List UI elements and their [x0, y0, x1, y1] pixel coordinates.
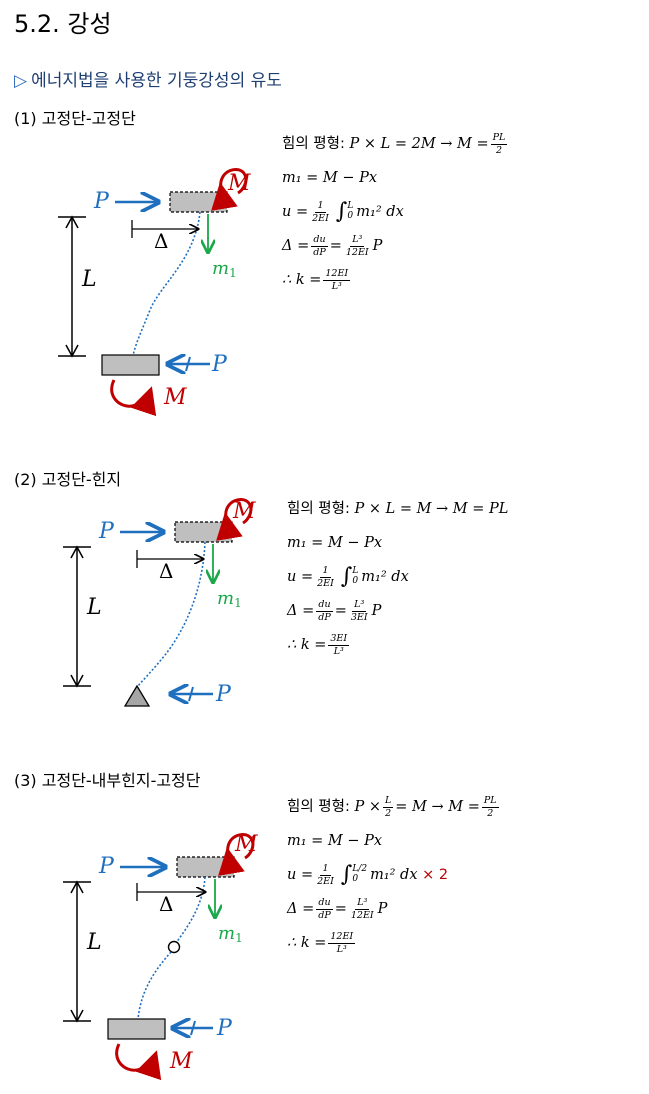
case3-diagram: L P Δ m1 M P M	[63, 832, 258, 1081]
case1-label-M-bottom: M	[163, 385, 187, 410]
case2-label-m1: m1	[217, 588, 242, 610]
case2-eq-balance: 힘의 평형: P × L = M → M = PL	[287, 500, 509, 517]
subtitle-text: 에너지법을 사용한 기둥강성의 유도	[31, 71, 282, 91]
case3-factor-x2: × 2	[422, 866, 449, 883]
case1-diagram: L P Δ m1 M P M	[58, 168, 251, 417]
case1-eq-m1: m₁ = M − Px	[282, 169, 378, 186]
section-subtitle: ▷에너지법을 사용한 기둥강성의 유도	[14, 66, 282, 91]
case2-label-delta: Δ	[159, 559, 173, 583]
case3-label-M-top: M	[234, 832, 258, 857]
case1-label-P-bottom: P	[211, 352, 228, 377]
case3-moment-bottom	[115, 1043, 162, 1081]
case2-hinge-support	[123, 684, 151, 707]
case3-member-lower	[137, 951, 172, 1020]
case3-moment-top	[218, 833, 255, 876]
case1-label-P-top: P	[93, 189, 110, 214]
case1-label-L: L	[81, 267, 97, 292]
case1-moment-top	[211, 168, 248, 211]
triangle-right-icon: ▷	[14, 71, 28, 91]
case2-member-curve	[137, 541, 206, 687]
case2-equations: 힘의 평형: P × L = M → M = PL m₁ = M − Px u …	[287, 492, 508, 662]
case2-label-P-bottom: P	[215, 682, 232, 707]
case3-internal-hinge	[167, 940, 181, 954]
case2-diagram: L P Δ m1 M P	[63, 498, 256, 707]
case1-label-m1: m1	[212, 258, 237, 280]
case2-moment-top	[216, 498, 253, 541]
case2-eq-m1: m₁ = M − Px	[287, 534, 383, 551]
case1-heading: (1) 고정단-고정단	[14, 109, 136, 128]
section-title: 5.2. 강성	[14, 10, 112, 38]
case2-label-L: L	[86, 595, 102, 620]
case3-label-m1: m1	[218, 923, 243, 945]
case3-label-P-top: P	[98, 854, 115, 879]
case1-bottom-block	[101, 354, 160, 376]
case1-top-block	[169, 191, 228, 213]
case3-label-L: L	[86, 930, 102, 955]
case3-bottom-block	[107, 1018, 166, 1040]
case1-label-M-top: M	[227, 171, 251, 196]
case3-label-delta: Δ	[159, 892, 173, 916]
case3-label-P-bottom: P	[216, 1016, 233, 1041]
case2-label-M-top: M	[232, 499, 256, 524]
case3-top-block	[176, 856, 235, 878]
case1-label-delta: Δ	[154, 229, 168, 253]
case3-eq-m1: m₁ = M − Px	[287, 832, 383, 849]
case3-member-upper	[175, 876, 206, 944]
case1-moment-bottom	[110, 379, 157, 417]
case2-label-P-top: P	[98, 519, 115, 544]
case2-heading: (2) 고정단-힌지	[14, 470, 122, 489]
case3-label-M-bottom: M	[169, 1049, 193, 1074]
case2-top-block	[174, 521, 233, 543]
case3-heading: (3) 고정단-내부힌지-고정단	[14, 771, 201, 790]
